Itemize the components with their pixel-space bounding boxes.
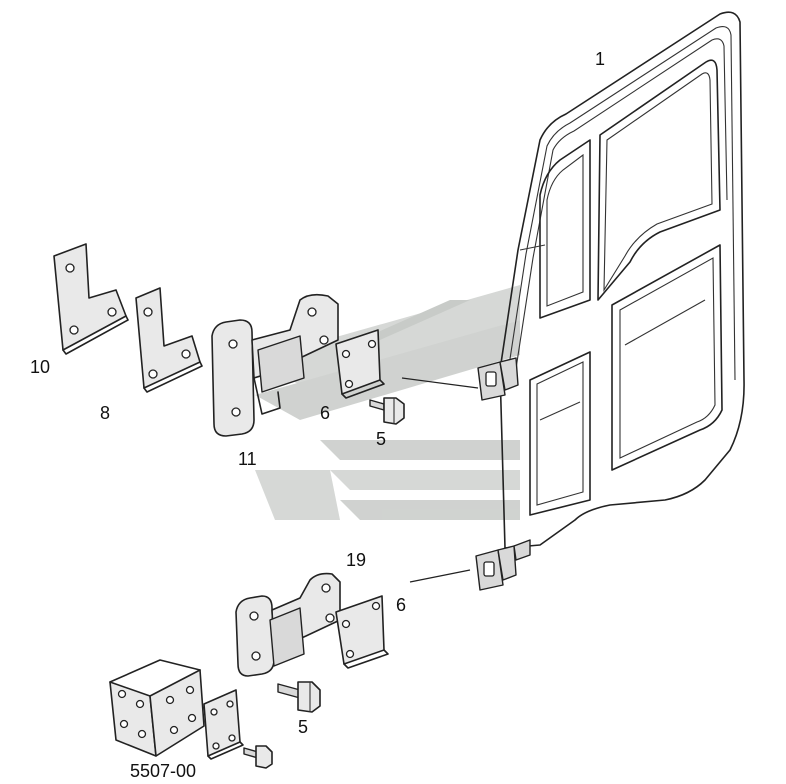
shim-10	[53, 243, 129, 355]
door-panel	[499, 11, 745, 549]
bolt-5-upper	[369, 397, 405, 425]
callout-19: 19	[346, 550, 367, 570]
hinge-11	[211, 293, 339, 437]
bolt-small	[243, 745, 273, 769]
door-lower-hinge	[475, 539, 531, 591]
door-upper-hinge	[477, 357, 519, 401]
callout-8: 8	[100, 403, 111, 423]
watermark-logo	[255, 285, 520, 520]
callout-5-upper: 5	[376, 429, 387, 449]
callout-6-upper: 6	[320, 403, 331, 423]
lower-leader-line	[409, 569, 471, 583]
bracket-shim	[203, 689, 244, 760]
plate-6-lower	[335, 595, 389, 669]
figure-code: 5507-00	[130, 761, 197, 781]
plate-6-upper	[335, 329, 385, 399]
hinge-19	[235, 572, 341, 677]
callout-1: 1	[595, 49, 606, 69]
bracket-angle	[109, 659, 205, 757]
callout-11: 11	[238, 449, 257, 469]
bolt-5-lower	[277, 681, 321, 713]
shim-8	[135, 287, 203, 393]
callout-5-lower: 5	[298, 717, 309, 737]
upper-leader-line	[401, 377, 479, 389]
callout-6-lower: 6	[396, 595, 407, 615]
callout-10: 10	[30, 357, 51, 377]
